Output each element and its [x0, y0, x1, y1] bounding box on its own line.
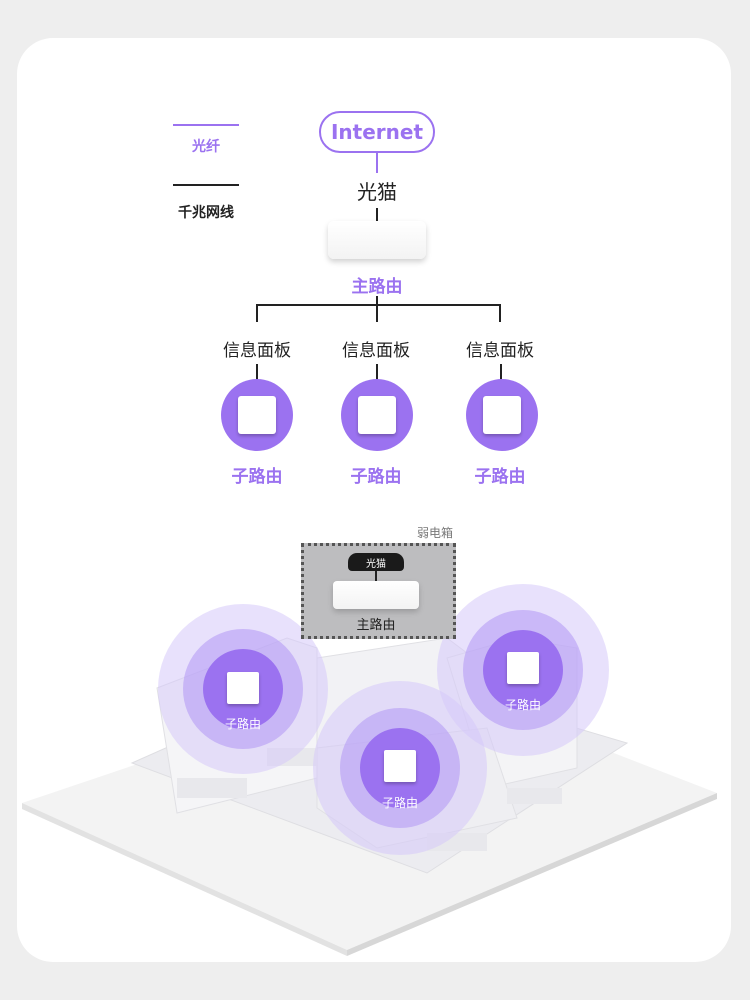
- modem-router-line: [376, 208, 378, 222]
- panel-device-icon: [483, 396, 521, 434]
- closet-modem-router-line: [375, 571, 377, 583]
- closet-router-label: 主路由: [356, 618, 396, 633]
- panel-line: [376, 364, 378, 380]
- trunk-line: [376, 296, 378, 322]
- panel-label: 信息面板: [342, 341, 410, 361]
- closet-modem-device: 光猫: [348, 553, 404, 571]
- closet-modem-label: 光猫: [366, 558, 386, 570]
- ethernet-legend-line: [173, 184, 239, 186]
- house-sub-router-device: [384, 750, 416, 782]
- main-router-device: [328, 221, 426, 259]
- internet-node: Internet: [319, 111, 435, 153]
- branch-line: [256, 304, 501, 306]
- branch-left-line: [256, 304, 258, 322]
- house-sub-router-device: [507, 652, 539, 684]
- sub-router-label: 子路由: [474, 467, 526, 487]
- panel-label: 信息面板: [223, 341, 291, 361]
- panel-label: 信息面板: [466, 341, 534, 361]
- house-sub-router-label: 子路由: [381, 796, 418, 810]
- fiber-legend-label: 光纤: [192, 139, 220, 155]
- main-router-label: 主路由: [351, 277, 403, 297]
- sub-router-node: [221, 379, 293, 451]
- ethernet-legend-label: 千兆网线: [178, 205, 234, 221]
- sub-router-label: 子路由: [231, 467, 283, 487]
- diagram-card: 光纤 千兆网线 Internet 光猫 主路由 信息面板 信息面板 信息面板 子…: [17, 38, 731, 962]
- house-sub-router-device: [227, 672, 259, 704]
- panel-device-icon: [238, 396, 276, 434]
- sub-router-node: [466, 379, 538, 451]
- internet-label: Internet: [330, 120, 424, 144]
- sub-router-node: [341, 379, 413, 451]
- fiber-legend-line: [173, 124, 239, 126]
- house-sub-router-label: 子路由: [504, 698, 541, 712]
- fiber-line: [376, 153, 378, 173]
- sub-router-label: 子路由: [350, 467, 402, 487]
- modem-label: 光猫: [357, 180, 397, 204]
- panel-device-icon: [358, 396, 396, 434]
- branch-right-line: [499, 304, 501, 322]
- panel-line: [256, 364, 258, 380]
- closet-label: 弱电箱: [417, 526, 454, 540]
- house-sub-router-label: 子路由: [224, 717, 261, 731]
- closet-router-device: [333, 581, 419, 609]
- panel-line: [500, 364, 502, 380]
